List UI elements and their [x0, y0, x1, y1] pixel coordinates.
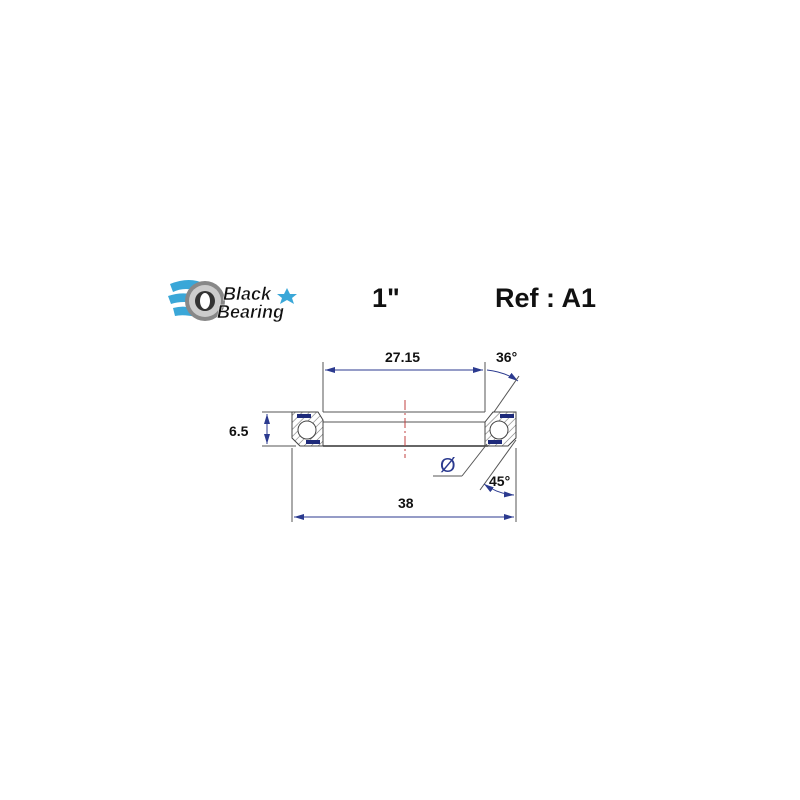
svg-text:Bearing: Bearing [217, 302, 284, 322]
left-race [291, 411, 324, 447]
svg-text:38: 38 [398, 495, 414, 511]
bearing-logo-icon: Black Bearing [168, 280, 297, 322]
diameter-leader: Ø [433, 443, 488, 477]
outer-diameter-dimension: 38 [291, 448, 514, 522]
svg-text:27.15: 27.15 [385, 349, 420, 365]
svg-text:45°: 45° [489, 473, 510, 489]
svg-text:Black: Black [223, 284, 272, 304]
svg-text:Ø: Ø [440, 455, 456, 477]
top-angle-dimension: 36° [486, 349, 520, 413]
size-label: 1" [372, 283, 400, 313]
reference-label: Ref : A1 [495, 283, 597, 313]
svg-text:6.5: 6.5 [229, 423, 249, 439]
height-dimension: 6.5 [229, 411, 296, 447]
right-race [484, 411, 517, 447]
inner-diameter-dimension: 27.15 [322, 349, 486, 412]
bottom-angle-dimension: 45° [479, 439, 517, 522]
black-bearing-logo: Black Bearing [165, 270, 315, 332]
svg-text:36°: 36° [496, 349, 517, 365]
bearing-cross-section [291, 400, 517, 458]
